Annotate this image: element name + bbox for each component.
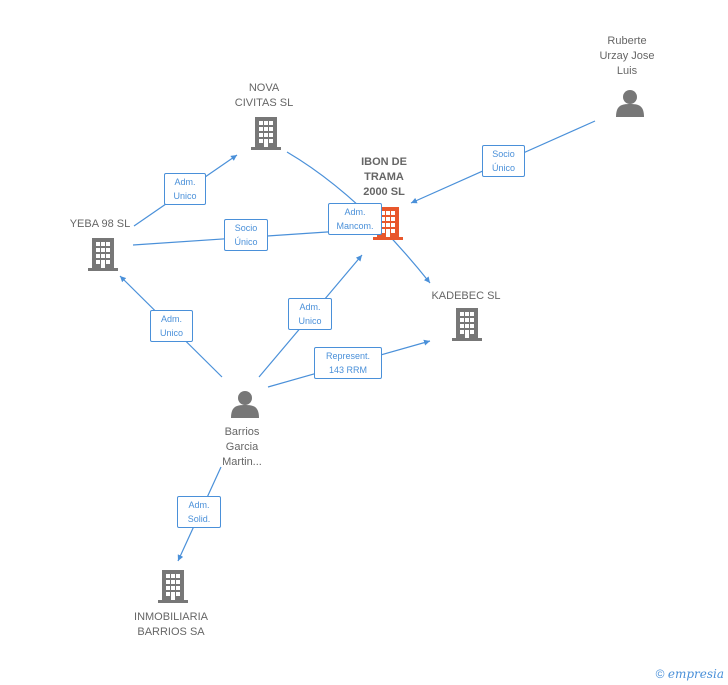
inmobiliaria-building-icon[interactable] bbox=[158, 570, 188, 603]
edge-label-yeba-nova[interactable]: Adm. Unico bbox=[164, 173, 206, 205]
copyright-symbol: © bbox=[655, 667, 665, 681]
node-label-nova[interactable]: NOVA CIVITAS SL bbox=[234, 82, 294, 109]
edge-label-barrios-yeba[interactable]: Adm. Unico bbox=[150, 310, 193, 342]
kadebec-building-icon[interactable] bbox=[452, 308, 482, 341]
node-label-barrios[interactable]: Barrios Garcia Martin... bbox=[222, 426, 262, 468]
edge-label-barrios-kadebec[interactable]: Represent. 143 RRM bbox=[314, 347, 382, 379]
logo-first-letter: e bbox=[667, 667, 675, 681]
edge-label-barrios-ibon[interactable]: Adm. Unico bbox=[288, 298, 332, 330]
node-label-inmobiliaria[interactable]: INMOBILIARIA BARRIOS SA bbox=[134, 611, 208, 638]
node-label-ruberte[interactable]: Ruberte Urzay Jose Luis bbox=[599, 35, 655, 77]
edge-label-yeba-ibon[interactable]: Socio Único bbox=[224, 219, 268, 251]
edge-label-nova-kadebec[interactable]: Adm. Mancom. bbox=[328, 203, 382, 235]
node-label-ibon[interactable]: IBON DE TRAMA 2000 SL bbox=[361, 156, 407, 198]
empresia-logo: empresia bbox=[668, 667, 724, 681]
ruberte-person-icon[interactable] bbox=[616, 90, 644, 117]
barrios-person-icon[interactable] bbox=[231, 391, 259, 418]
node-label-yeba[interactable]: YEBA 98 SL bbox=[69, 218, 131, 230]
node-label-kadebec[interactable]: KADEBEC SL bbox=[431, 290, 501, 302]
edge-label-ruberte-ibon[interactable]: Socio Único bbox=[482, 145, 525, 177]
empresia-watermark[interactable]: © empresia bbox=[656, 667, 724, 681]
nova-building-icon[interactable] bbox=[251, 117, 281, 150]
edge-label-barrios-inmobiliaria[interactable]: Adm. Solid. bbox=[177, 496, 221, 528]
yeba-building-icon[interactable] bbox=[88, 238, 118, 271]
logo-rest: mpresia bbox=[674, 667, 724, 681]
